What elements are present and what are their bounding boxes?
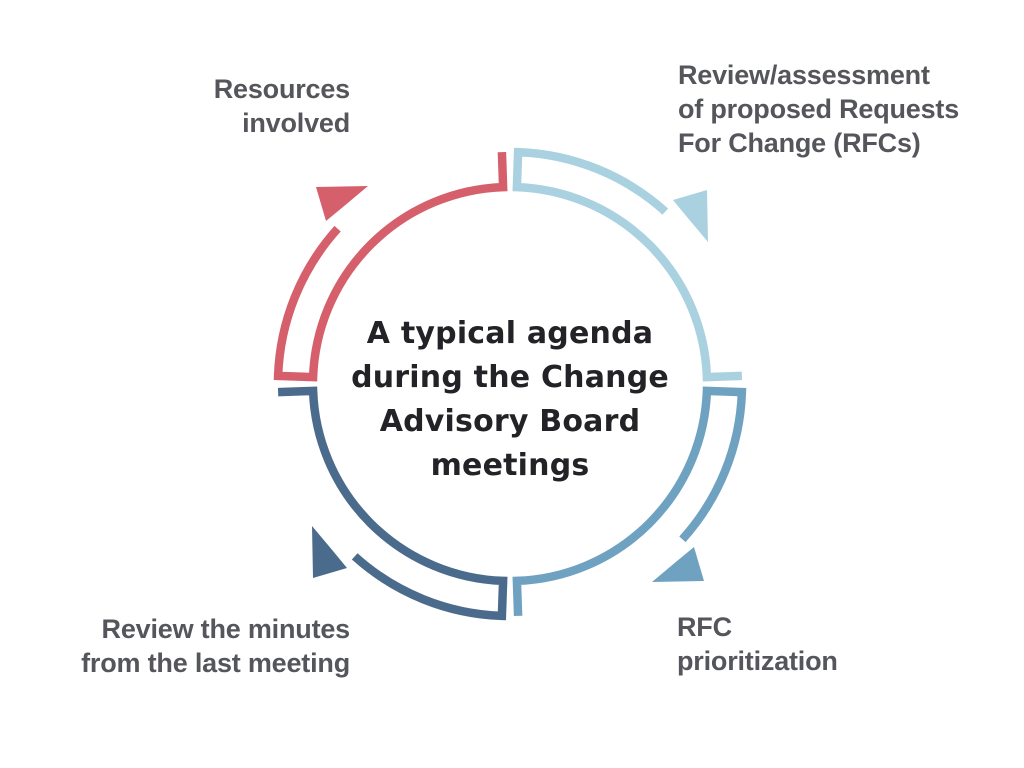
label-line: from the last meeting (81, 648, 350, 678)
label-line: of proposed Requests (678, 94, 960, 124)
title-line: during the Change (351, 360, 669, 395)
label-review-minutes: Review the minutes from the last meeting (81, 612, 350, 680)
label-review-assessment: Review/assessment of proposed Requests F… (678, 58, 959, 160)
diagram-title: A typical agenda during the Change Advis… (260, 312, 760, 488)
title-line: Advisory Board (379, 404, 641, 439)
label-line: involved (242, 108, 350, 138)
arrow-head-icon (316, 186, 368, 221)
label-rfc-prioritization: RFC prioritization (677, 610, 838, 678)
label-resources: Resources involved (214, 72, 350, 140)
label-line: For Change (RFCs) (678, 128, 921, 158)
label-line: Review/assessment (678, 60, 930, 90)
label-line: Review the minutes (101, 614, 351, 644)
arrow-head-icon (652, 547, 704, 582)
label-line: RFC (677, 612, 732, 642)
label-line: Resources (213, 74, 350, 104)
label-line: prioritization (677, 646, 838, 676)
arrow-head-icon (312, 526, 347, 578)
title-line: meetings (430, 448, 590, 483)
arrow-head-icon (673, 190, 708, 242)
title-line: A typical agenda (366, 316, 654, 351)
